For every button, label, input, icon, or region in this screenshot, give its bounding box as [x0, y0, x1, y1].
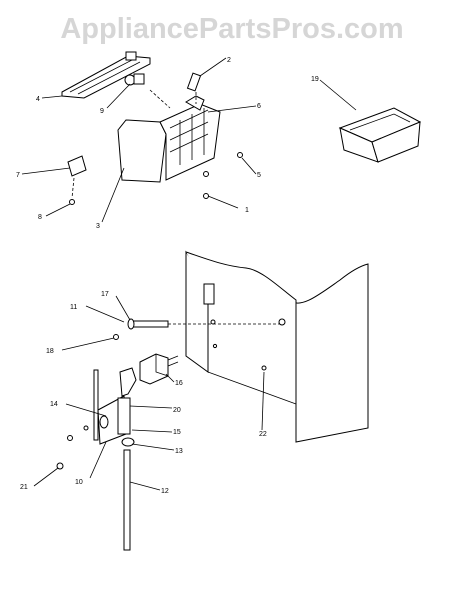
callout-11: 11: [70, 304, 77, 311]
callout-13: 13: [175, 448, 183, 455]
callout-19: 19: [311, 76, 319, 83]
callout-9: 9: [100, 108, 104, 115]
cabinet-wall-panel: [185, 250, 369, 443]
bracket-part-7: [67, 155, 87, 177]
callout-8: 8: [38, 214, 42, 221]
watermark-text: AppliancePartsPros.com: [60, 13, 403, 45]
fill-cup-part-2: [186, 72, 202, 92]
callout-6: 6: [257, 103, 261, 110]
callout-17: 17: [101, 291, 109, 298]
screws-part-21: [56, 425, 89, 470]
callout-5: 5: [257, 172, 261, 179]
callout-labels: 1 2 3 4 5 6 7 8 9 10 11 12 13 14 15 16 1…: [16, 57, 319, 495]
callout-18: 18: [46, 348, 54, 355]
callout-12: 12: [161, 488, 169, 495]
callout-14: 14: [50, 401, 58, 408]
water-valve-body-part-20: [117, 397, 135, 447]
callout-22: 22: [259, 431, 267, 438]
water-tube-part-17: [127, 318, 280, 330]
callout-20: 20: [173, 407, 181, 414]
callout-21: 21: [20, 484, 28, 491]
clip-part-22: [261, 365, 267, 371]
fill-tube-grommet-part-18: [113, 334, 119, 340]
screws-1-5: [203, 152, 243, 199]
valve-tube-part-12: [123, 449, 131, 551]
callout-1: 1: [245, 207, 249, 214]
callout-2: 2: [227, 57, 231, 64]
leader-lines: [21, 57, 357, 491]
callout-7: 7: [16, 172, 20, 179]
callout-3: 3: [96, 223, 100, 230]
ice-bucket-part-19: [338, 107, 422, 163]
callout-4: 4: [36, 96, 40, 103]
ice-maker-thermostat-clip: [124, 73, 145, 86]
callout-16: 16: [175, 380, 183, 387]
screw-part-8: [69, 177, 75, 205]
callout-10: 10: [75, 479, 83, 486]
ice-maker-body: [117, 95, 221, 183]
solenoid-part-16: [139, 353, 179, 385]
callout-15: 15: [173, 429, 181, 436]
